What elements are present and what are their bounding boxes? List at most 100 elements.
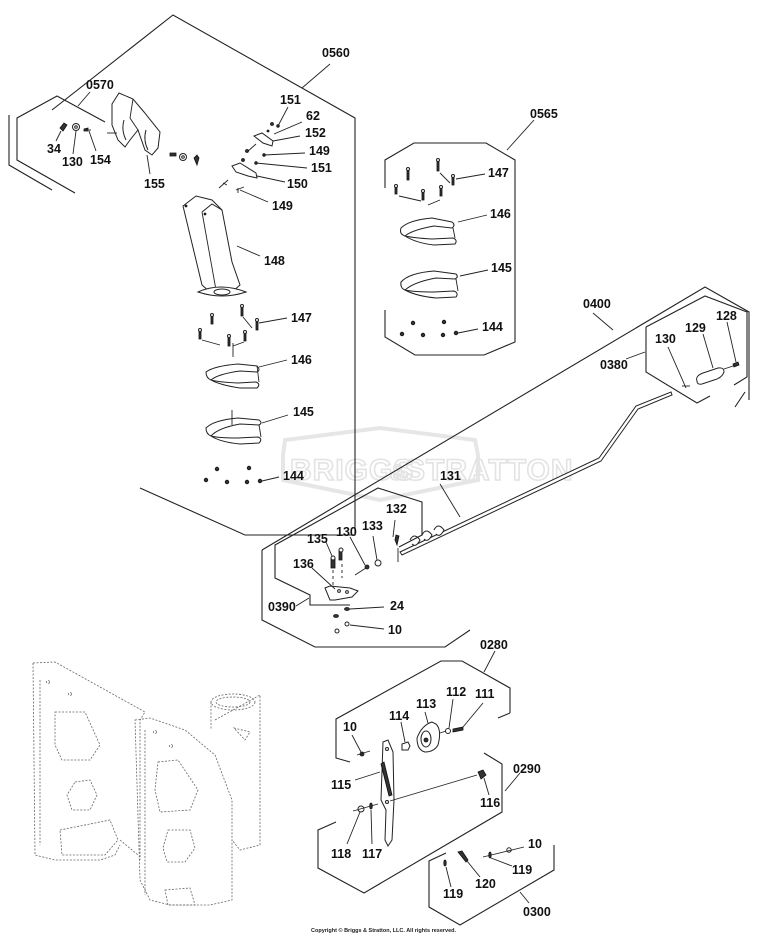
assembly-0300: 0300 119 120 10 119 — [428, 837, 555, 926]
callout-115: 115 — [331, 778, 351, 792]
callout-24: 24 — [390, 599, 404, 613]
bushing-114 — [401, 741, 411, 751]
watermark-brand-amp: & — [390, 460, 407, 485]
assembly-0390: 0390 132 133 130 135 136 24 10 — [268, 487, 423, 637]
assembly-0300-outline — [428, 845, 555, 926]
label-0565: 0565 — [530, 107, 558, 121]
rod-131: 131 — [399, 391, 673, 556]
watermark-brand-right: STRATTON — [405, 454, 574, 487]
assembly-0400: 0400 — [261, 286, 750, 648]
nuts-144 — [203, 465, 263, 485]
callout-128: 128 — [716, 309, 737, 323]
callout-145-a0565: 145 — [491, 261, 512, 275]
callout-149-bottom: 149 — [272, 199, 293, 213]
callout-131: 131 — [440, 469, 461, 483]
callout-136: 136 — [293, 557, 314, 571]
callout-150: 150 — [287, 177, 308, 191]
part-34 — [59, 122, 68, 132]
callout-10-a0280: 10 — [343, 720, 357, 734]
label-0390: 0390 — [268, 600, 296, 614]
callout-119-right: 119 — [512, 863, 532, 877]
assembly-0380-outline — [645, 295, 748, 386]
deflector-part — [111, 92, 161, 156]
assembly-0565: 0565 147 146 145 — [384, 107, 558, 356]
assembly-0400-outline — [261, 286, 750, 551]
part-150 — [231, 162, 258, 179]
ring-146-0565 — [400, 217, 457, 246]
label-0280: 0280 — [480, 638, 508, 652]
callout-117: 117 — [362, 847, 382, 861]
callout-34: 34 — [47, 142, 61, 156]
callout-144-a0560: 144 — [283, 469, 304, 483]
callout-151-top: 151 — [280, 93, 301, 107]
ring-145 — [205, 410, 262, 445]
assembly-0280-outline — [335, 660, 511, 763]
callout-112: 112 — [446, 685, 466, 699]
chute-148: 148 — [182, 195, 285, 297]
chute-hardware: 151 62 152 149 151 150 149 — [218, 93, 332, 213]
callout-118: 118 — [331, 847, 351, 861]
assembly-0560-outline — [51, 14, 356, 536]
label-0560: 0560 — [322, 46, 350, 60]
callout-130-a0380: 130 — [655, 332, 676, 346]
assembly-0570: 0570 34 130 154 155 — [16, 78, 200, 194]
part-133 — [374, 559, 382, 567]
callout-147-a0560: 147 — [291, 311, 312, 325]
callout-147-a0565: 147 — [488, 166, 509, 180]
callout-154: 154 — [90, 153, 111, 167]
bolts-147-0565 — [394, 158, 455, 206]
callout-132: 132 — [386, 502, 407, 516]
callout-130-a0390: 130 — [336, 525, 357, 539]
label-0570: 0570 — [86, 78, 114, 92]
callout-114: 114 — [389, 709, 409, 723]
callout-145-a0560: 145 — [293, 405, 314, 419]
assembly-0280: 0280 10 114 113 112 111 — [335, 638, 511, 763]
callout-133: 133 — [362, 519, 383, 533]
callout-129: 129 — [685, 321, 706, 335]
copyright-notice: Copyright © Briggs & Stratton, LLC. All … — [311, 928, 457, 934]
assembly-0290-outline — [317, 752, 503, 894]
label-0300: 0300 — [523, 905, 551, 919]
callout-146-a0560: 146 — [291, 353, 312, 367]
callout-144-a0565: 144 — [482, 320, 503, 334]
callout-113: 113 — [416, 697, 436, 711]
callout-119-left: 119 — [443, 887, 463, 901]
callout-151-mid: 151 — [311, 161, 332, 175]
callout-120: 120 — [475, 877, 496, 891]
assembly-0290: 0290 115 116 118 117 — [317, 739, 541, 894]
bracket-136 — [324, 585, 359, 601]
bolts-147 — [198, 304, 259, 357]
rod-body — [399, 391, 673, 556]
callout-152: 152 — [305, 126, 326, 140]
label-0290: 0290 — [513, 762, 541, 776]
handle-129 — [696, 367, 725, 385]
assembly-0380: 0380 130 129 128 — [600, 295, 748, 408]
assembly-0560: 0560 — [8, 14, 356, 536]
callout-149-top: 149 — [309, 144, 330, 158]
callout-10-a0390: 10 — [388, 623, 402, 637]
knob-116 — [477, 769, 487, 780]
callout-135: 135 — [307, 532, 328, 546]
callout-146-a0565: 146 — [490, 207, 511, 221]
callout-116: 116 — [480, 796, 500, 810]
part-154 — [83, 127, 89, 132]
callout-62: 62 — [306, 109, 320, 123]
auger-housing-reference — [32, 661, 261, 906]
assembly-0565-outline — [384, 142, 516, 356]
callout-10-a0300: 10 — [528, 837, 542, 851]
nuts-144-0565 — [399, 319, 459, 338]
chute-body — [182, 195, 241, 293]
watermark: BRIGGS & STRATTON — [281, 425, 574, 503]
callout-130-0570: 130 — [62, 155, 83, 169]
chute-mount-hardware: 147 146 145 144 — [198, 304, 314, 485]
callout-111: 111 — [475, 687, 495, 701]
assembly-0390-outline — [274, 487, 423, 606]
assembly-0570-outline — [16, 95, 106, 194]
callout-155: 155 — [144, 177, 165, 191]
part-152 — [252, 132, 274, 147]
ring-145-0565 — [400, 270, 459, 299]
label-0400: 0400 — [583, 297, 611, 311]
watermark-brand-left: BRIGGS — [290, 454, 414, 487]
label-0380: 0380 — [600, 358, 628, 372]
